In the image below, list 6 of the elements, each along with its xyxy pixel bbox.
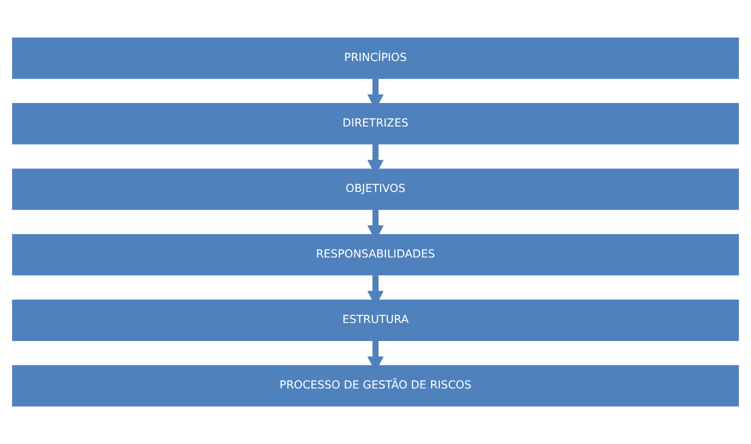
node-box: RESPONSABILIDADES	[12, 234, 739, 276]
node-box: PROCESSO DE GESTÃO DE RISCOS	[12, 365, 739, 406]
node-box: PRINCÍPIOS	[12, 38, 739, 79]
node-box: OBJETIVOS	[12, 168, 739, 210]
node-box: DIRETRIZES	[12, 103, 739, 144]
node-box: ESTRUTURA	[12, 300, 739, 341]
